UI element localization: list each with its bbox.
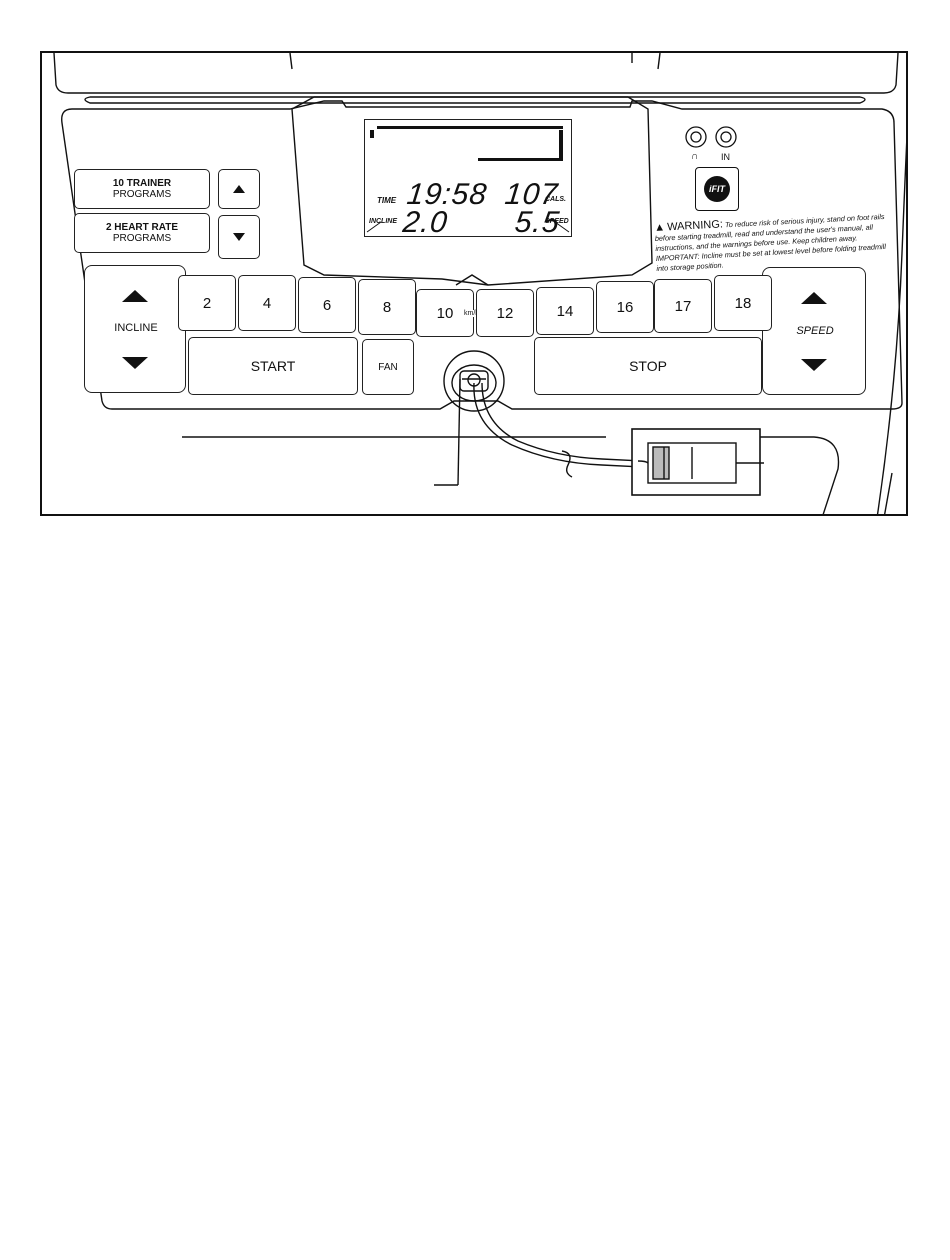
incline-up-button[interactable]	[85, 266, 185, 326]
triangle-down-icon	[801, 359, 827, 371]
triangle-up-icon	[122, 290, 148, 302]
start-button[interactable]: START	[188, 337, 358, 395]
ifit-logo: iFIT	[704, 176, 730, 202]
program-down-button[interactable]	[218, 215, 260, 259]
trainer-programs-line2: PROGRAMS	[112, 189, 172, 200]
speed-button-18[interactable]: 18	[714, 275, 772, 331]
trainer-programs-button[interactable]: 10 TRAINER PROGRAMS	[74, 169, 210, 209]
speed-button-10[interactable]: 10	[416, 289, 474, 337]
ifit-logo-box: iFIT	[695, 167, 739, 211]
speed-down-button[interactable]	[763, 336, 865, 394]
program-up-button[interactable]	[218, 169, 260, 209]
console-diagram: TIME 19:58 107 CALS. INCLINE 2.0 5.5 SPE…	[40, 51, 908, 516]
speed-button-17[interactable]: 17	[654, 279, 712, 333]
speed-label: SPEED	[545, 218, 569, 225]
triangle-up-icon	[801, 292, 827, 304]
speed-button-14[interactable]: 14	[536, 287, 594, 335]
audio-jacks	[685, 126, 737, 148]
heart-rate-programs-button[interactable]: 2 HEART RATE PROGRAMS	[74, 213, 210, 253]
triangle-up-icon	[233, 185, 245, 193]
trainer-programs-line1: 10 TRAINER	[112, 178, 172, 189]
triangle-down-icon	[233, 233, 245, 241]
lcd-display: TIME 19:58 107 CALS. INCLINE 2.0 5.5 SPE…	[364, 119, 572, 239]
incline-down-button[interactable]	[85, 334, 185, 392]
speed-button-12[interactable]: 12	[476, 289, 534, 337]
speed-button-8[interactable]: 8	[358, 279, 416, 335]
speed-button-16[interactable]: 16	[596, 281, 654, 333]
speed-button-2[interactable]: 2	[178, 275, 236, 331]
warning-icon: ▲	[653, 221, 666, 234]
calories-label: CALS.	[545, 196, 566, 203]
lcd-segment-bars	[366, 126, 570, 233]
incline-control-label: INCLINE	[95, 322, 177, 334]
speed-unit-label: km/h	[464, 310, 480, 317]
speed-control: SPEED	[762, 267, 866, 395]
audio-in-label: IN	[721, 152, 730, 162]
incline-value: 2.0	[401, 206, 450, 239]
speed-up-button[interactable]	[763, 268, 865, 328]
stop-button[interactable]: STOP	[534, 337, 762, 395]
speed-button-4[interactable]: 4	[238, 275, 296, 331]
time-label: TIME	[377, 196, 397, 205]
incline-label: INCLINE	[369, 218, 397, 225]
console-outline	[53, 53, 906, 514]
speed-control-label: SPEED	[773, 325, 857, 337]
heart-rate-programs-line2: PROGRAMS	[112, 233, 172, 244]
headphone-icon: ∩	[691, 151, 699, 162]
triangle-down-icon	[122, 357, 148, 369]
heart-rate-programs-line1: 2 HEART RATE	[105, 222, 179, 233]
fan-button[interactable]: FAN	[362, 339, 414, 395]
speed-button-6[interactable]: 6	[298, 277, 356, 333]
incline-control: INCLINE	[84, 265, 186, 393]
